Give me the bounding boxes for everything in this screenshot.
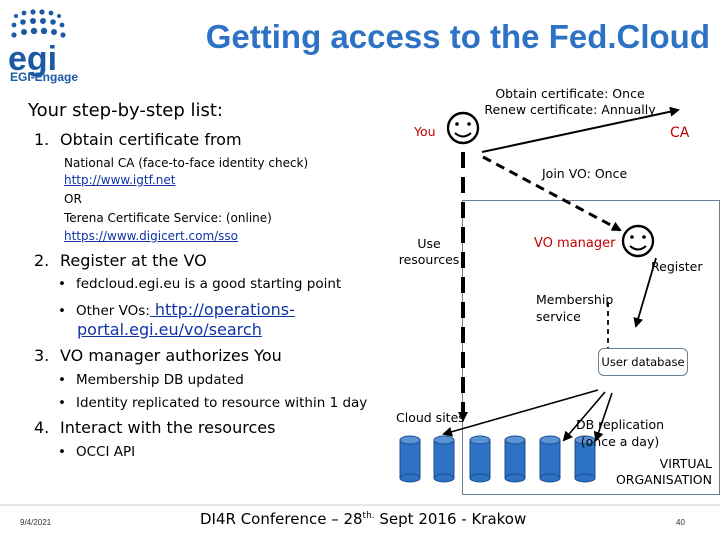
- footer-bar: [0, 504, 720, 540]
- replication-arrow-3: [593, 392, 613, 442]
- step-4-text: Interact with the resources: [60, 418, 276, 437]
- operations-portal-link[interactable]: http://operations-: [149, 300, 295, 319]
- virtual-organisation-label-2: ORGANISATION: [615, 472, 712, 487]
- db-replication-label-1: DB replication: [575, 417, 665, 432]
- steps-heading: Your step-by-step list:: [28, 100, 223, 121]
- svg-text:egi: egi: [8, 40, 57, 78]
- bullet-icon: •: [58, 303, 66, 319]
- bullet-icon: •: [58, 372, 66, 388]
- cloud-site-cylinder-4: [504, 435, 526, 483]
- replication-arrow-2: [562, 391, 606, 442]
- cloud-sites-label: Cloud sites: [396, 410, 465, 425]
- step-2-bullet-1: • fedcloud.egi.eu is a good starting poin…: [58, 276, 341, 292]
- egi-logo: egi: [8, 9, 66, 78]
- page-title: Getting access to the Fed.Cloud: [205, 18, 710, 55]
- step-3-number: 3.: [34, 346, 50, 365]
- register-label: Register: [651, 259, 703, 274]
- digicert-link[interactable]: https://www.digicert.com/sso: [64, 229, 239, 243]
- step-4-bullet-1-text: OCCI API: [76, 444, 136, 460]
- step-2-text: Register at the VO: [60, 251, 207, 270]
- igtf-link[interactable]: http://www.igtf.net: [64, 173, 176, 187]
- replication-arrow-1: [442, 389, 599, 437]
- step-2-bullet-1-text: fedcloud.egi.eu is a good starting point: [76, 276, 342, 292]
- you-smiley-icon: [446, 111, 480, 145]
- step-1-number: 1.: [34, 130, 50, 149]
- step-3-bullet-1-text: Membership DB updated: [76, 372, 244, 388]
- renew-certificate-label: Renew certificate: Annually: [484, 102, 656, 117]
- join-vo-label: Join VO: Once: [542, 166, 628, 181]
- step-3: 3. VO manager authorizes You: [34, 346, 282, 365]
- step-1: 1. Obtain certificate from: [34, 130, 242, 149]
- arrow-you-to-ca: [481, 106, 680, 153]
- virtual-organisation-label-1: VIRTUAL: [659, 456, 712, 471]
- footer-conference: DI4R Conference – 28th. Sept 2016 - Krak…: [200, 510, 526, 528]
- cloud-site-cylinder-3: [469, 435, 491, 483]
- user-database-box: User database: [598, 348, 688, 376]
- arrow-you-to-vo-manager: [482, 155, 622, 232]
- step-3-bullet-1: • Membership DB updated: [58, 372, 244, 388]
- step-4: 4. Interact with the resources: [34, 418, 275, 437]
- vo-manager-smiley-icon: [621, 224, 655, 258]
- footer-conference-text: DI4R Conference – 28: [200, 510, 363, 528]
- cloud-site-cylinder-6: [574, 435, 596, 483]
- db-replication-label-2: (once a day): [580, 434, 660, 449]
- step-2-number: 2.: [34, 251, 50, 270]
- footer-conference-text-2: Sept 2016 - Krakow: [374, 510, 527, 528]
- step-4-number: 4.: [34, 418, 50, 437]
- operations-portal-link-cont[interactable]: portal.egi.eu/vo/search: [77, 320, 262, 339]
- step-1-detail-terena: Terena Certificate Service: (online): [64, 211, 272, 225]
- obtain-certificate-label: Obtain certificate: Once: [495, 86, 645, 101]
- step-1-detail-national: National CA (face-to-face identity check…: [64, 156, 309, 170]
- step-2: 2. Register at the VO: [34, 251, 207, 270]
- footer-conference-sup: th.: [362, 511, 375, 521]
- step-4-bullet-1: • OCCI API: [58, 444, 135, 460]
- logo-text: EGI-Engage: [10, 70, 79, 84]
- footer-page-number: 40: [676, 518, 685, 527]
- use-resources-label-1: Use: [417, 236, 441, 251]
- step-2-bullet-2-prefix: Other VOs:: [76, 303, 150, 319]
- use-resources-label-2: resources: [398, 252, 460, 267]
- arrow-register: [633, 257, 657, 328]
- vo-manager-label: VO manager: [534, 236, 616, 251]
- bullet-icon: •: [58, 276, 66, 292]
- footer-date: 9/4/2021: [20, 518, 52, 527]
- cloud-site-cylinder-1: [399, 435, 421, 483]
- step-3-bullet-2: • Identity replicated to resource within …: [58, 395, 367, 411]
- step-2-bullet-2: • Other VOs: http://operations-: [58, 300, 295, 319]
- step-3-bullet-2-text: Identity replicated to resource within 1…: [76, 395, 368, 411]
- cloud-site-cylinder-5: [539, 435, 561, 483]
- membership-label-2: service: [536, 309, 581, 324]
- ca-label: CA: [670, 125, 690, 141]
- step-1-detail-or: OR: [64, 192, 82, 206]
- membership-label-1: Membership: [536, 292, 614, 307]
- step-1-text: Obtain certificate from: [60, 130, 242, 149]
- bullet-icon: •: [58, 444, 66, 460]
- you-label: You: [414, 124, 436, 139]
- bullet-icon: •: [58, 395, 66, 411]
- cloud-site-cylinder-2: [433, 435, 455, 483]
- step-3-text: VO manager authorizes You: [60, 346, 282, 365]
